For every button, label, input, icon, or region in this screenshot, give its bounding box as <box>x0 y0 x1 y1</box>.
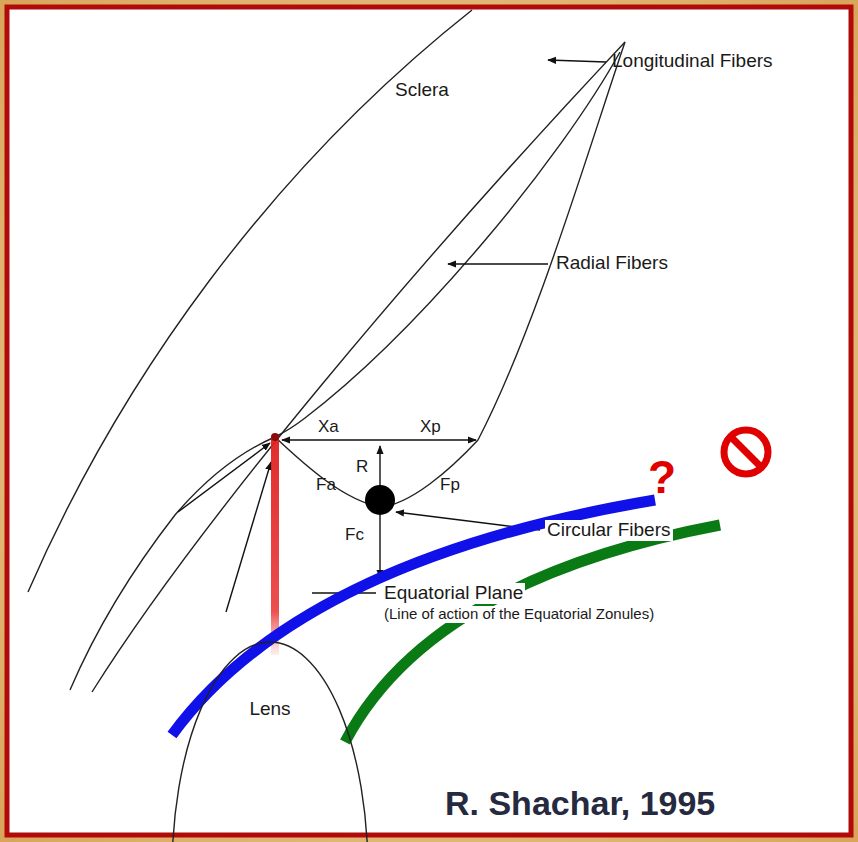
prohibition-bar <box>731 437 761 467</box>
lens-outline-svg <box>170 640 370 842</box>
dimension-arrow <box>282 439 476 440</box>
prohibition-symbol <box>724 430 768 474</box>
circular-fiber-section <box>365 485 395 515</box>
zonule-arrow <box>178 443 270 512</box>
part-name: Longitudinal Fibers <box>612 51 773 72</box>
prohibition-ring <box>724 430 768 474</box>
question-mark: ? <box>648 452 676 503</box>
part-name: Sclera <box>395 80 449 101</box>
leader-arrow <box>548 60 606 62</box>
part-name: Equatorial Plane <box>382 583 525 604</box>
force-arrow <box>379 514 380 578</box>
green-curve <box>345 525 720 742</box>
node-label: Lens <box>170 640 370 720</box>
insertion-dot <box>271 433 279 441</box>
force-label: Fp <box>440 476 460 495</box>
muscle-anterior-edge <box>70 437 275 690</box>
zonule-arrow <box>226 462 271 612</box>
leader-arrow <box>448 263 548 264</box>
sclera-outer-edge <box>28 10 472 592</box>
force-arrow <box>379 446 380 488</box>
part-name: Radial Fibers <box>556 253 668 274</box>
radial-fiber-edge <box>478 42 625 440</box>
equatorial-plane-bar <box>271 437 279 655</box>
lens-outline <box>172 642 368 842</box>
dimension-label: Xp <box>420 418 441 437</box>
lens-shape: Lens <box>170 640 370 842</box>
frame <box>7 7 851 835</box>
longitudinal-fiber-edge <box>275 52 620 437</box>
note: (Line of action of the Equatorial Zonule… <box>382 606 656 623</box>
sclera-inner-edge <box>92 42 625 692</box>
force-label: R <box>356 458 368 477</box>
dimension-label: Xa <box>318 418 339 437</box>
author-credit: R. Shachar, 1995 <box>445 785 715 822</box>
part-name: Circular Fibers <box>545 520 673 541</box>
force-label: Fc <box>345 526 364 545</box>
force-label: Fa <box>316 476 336 495</box>
